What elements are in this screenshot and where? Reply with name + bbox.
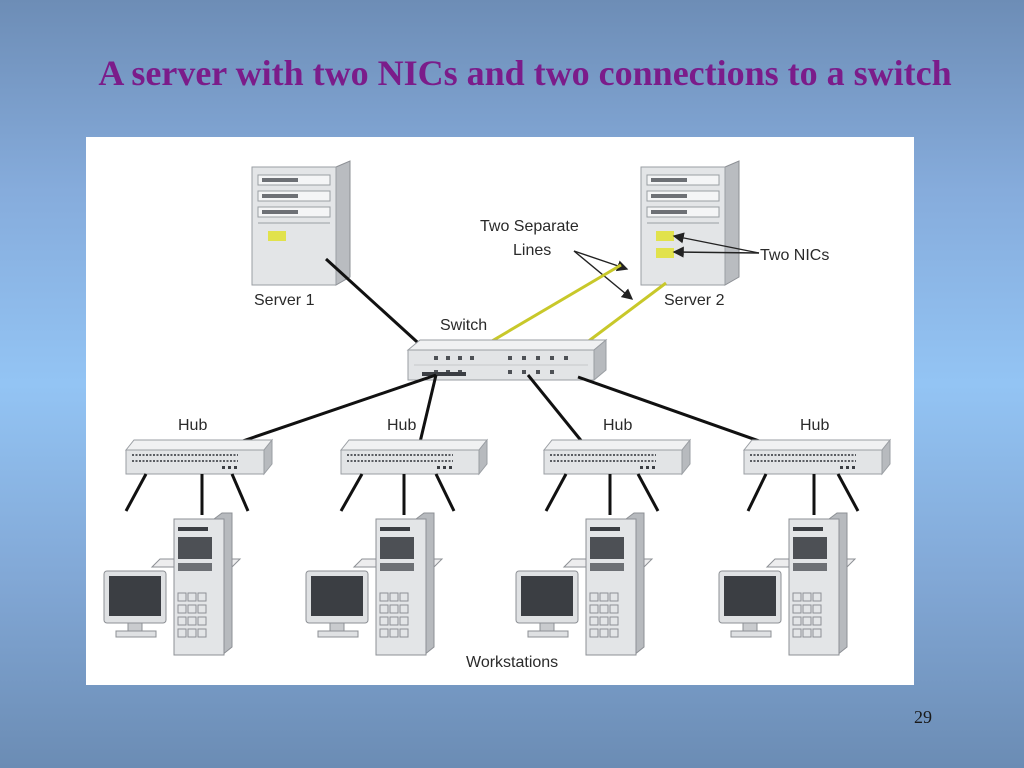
nic-arrow — [672, 246, 760, 258]
two-separate-lines-label-line1: Two Separate — [480, 218, 579, 235]
hub-2-label: Hub — [387, 417, 416, 434]
hub-2-icon — [340, 439, 488, 475]
nic-1-icon — [656, 231, 674, 241]
workstation-1-icon — [103, 512, 241, 656]
hub-drop-lines — [124, 473, 860, 515]
workstation-3-icon — [515, 512, 653, 656]
workstation-4-icon — [718, 512, 856, 656]
hub-4-icon — [743, 439, 891, 475]
hub-3-icon — [543, 439, 691, 475]
workstation-2-icon — [305, 512, 443, 656]
network-diagram: Server 1 Server 2 Two NICs Two Separate … — [86, 137, 914, 685]
slide-title: A server with two NICs and two connectio… — [98, 53, 952, 93]
two-nics-label: Two NICs — [760, 247, 829, 264]
server-2-label: Server 2 — [664, 292, 725, 309]
nic-2-icon — [656, 248, 674, 258]
workstations-label: Workstations — [466, 654, 558, 671]
server-1-label: Server 1 — [254, 292, 315, 309]
nic-arrow — [672, 232, 760, 254]
hub-1-label: Hub — [178, 417, 207, 434]
server-2-icon — [640, 160, 740, 286]
switch-label: Switch — [440, 317, 487, 334]
hub-4-label: Hub — [800, 417, 829, 434]
hub-3-label: Hub — [603, 417, 632, 434]
two-separate-lines-label-line2: Lines — [513, 242, 551, 259]
hub-1-icon — [125, 439, 273, 475]
network-diagram-svg: Server 1 Server 2 Two NICs Two Separate … — [103, 160, 891, 671]
nic-icon — [268, 231, 286, 241]
page-number: 29 — [914, 707, 932, 727]
switch-icon — [407, 339, 607, 381]
